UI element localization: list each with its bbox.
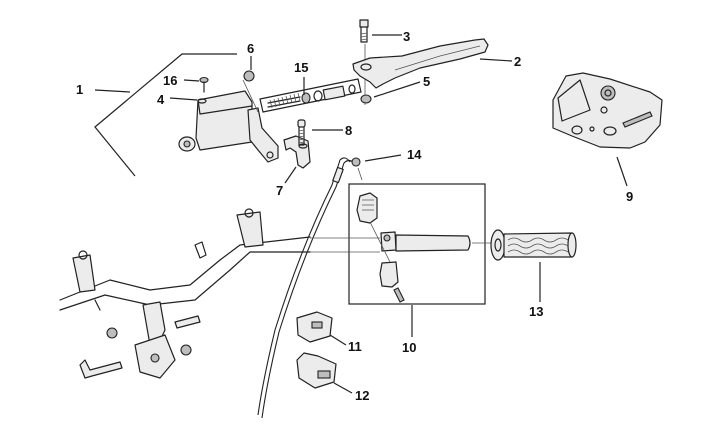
throttle-assembly-box: [348, 183, 486, 305]
callout-1: 1: [76, 82, 83, 97]
callout-5: 5: [423, 74, 430, 89]
throttle-cable: [257, 157, 363, 419]
handlebar-frame: [59, 208, 311, 379]
callout-2: 2: [514, 54, 521, 69]
master-cylinder-body: [178, 90, 279, 163]
callout-9: 9: [626, 189, 633, 204]
brake-lever: [352, 38, 489, 89]
throttle-assembly: [310, 192, 494, 303]
switch-11: [296, 311, 333, 343]
callout-leaders: [169, 34, 628, 394]
pivot-bolt: [359, 19, 369, 43]
reservoir-screw: [199, 76, 209, 93]
callout-7: 7: [276, 183, 283, 198]
piston-kit: [259, 78, 362, 113]
callout-10: 10: [402, 340, 416, 355]
callout-3: 3: [403, 29, 410, 44]
callout-13: 13: [529, 304, 543, 319]
mounting-clamp: [283, 135, 311, 169]
callout-15: 15: [294, 60, 308, 75]
callout-14: 14: [407, 147, 422, 162]
dust-cap: [243, 70, 255, 82]
callout-4: 4: [157, 92, 165, 107]
callout-6: 6: [247, 41, 254, 56]
callout-16: 16: [163, 73, 177, 88]
callout-8: 8: [345, 123, 352, 138]
handlebar-grip: [490, 229, 577, 261]
switch-housing: [552, 72, 663, 149]
assembly-bracket-1: [94, 53, 237, 177]
callout-12: 12: [355, 388, 369, 403]
switch-12: [296, 352, 337, 389]
clamp-bolt: [297, 119, 306, 146]
pivot-nut: [360, 94, 372, 104]
callout-11: 11: [348, 339, 362, 354]
